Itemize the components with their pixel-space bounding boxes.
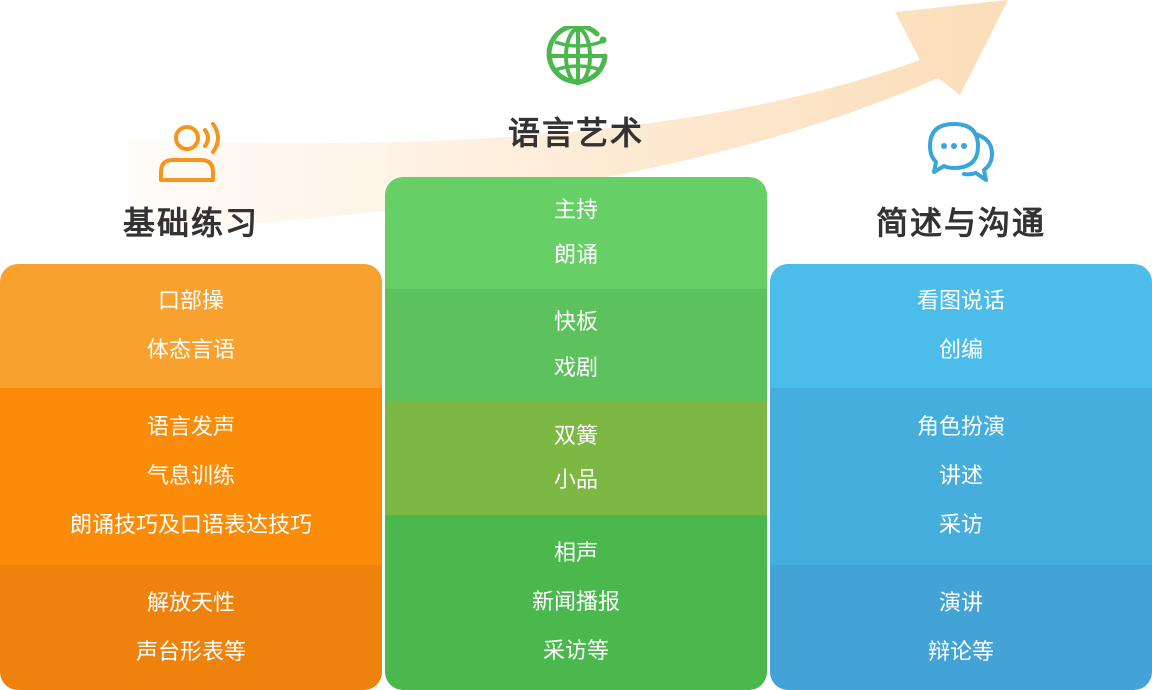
left-group-2: 语言发声 气息训练 朗诵技巧及口语表达技巧	[0, 388, 382, 565]
list-item: 新闻播报	[531, 590, 620, 615]
list-item: 演讲	[938, 590, 983, 616]
list-item: 辩论等	[927, 639, 994, 665]
list-item: 采访	[938, 513, 983, 538]
list-item: 朗诵	[553, 243, 598, 268]
left-group-1: 口部操 体态言语	[0, 264, 382, 388]
list-item: 讲述	[938, 464, 983, 489]
list-item: 相声	[553, 541, 598, 566]
list-item: 小品	[553, 467, 598, 493]
list-item: 双簧	[553, 423, 598, 449]
right-group-3: 演讲 辩论等	[770, 565, 1152, 690]
middle-group-3: 双簧 小品	[385, 402, 767, 515]
list-item: 气息训练	[146, 464, 235, 489]
person-speaking-icon	[159, 122, 220, 182]
list-item: 看图说话	[916, 289, 1005, 314]
list-item: 声台形表等	[135, 639, 246, 665]
middle-column-title: 语言艺术	[507, 114, 644, 152]
middle-group-4: 相声 新闻播报 采访等	[385, 515, 767, 690]
list-item: 快板	[553, 309, 598, 335]
right-group-1: 看图说话 创编	[770, 264, 1152, 388]
middle-group-2: 快板 戏剧	[385, 289, 767, 402]
right-column-title: 简述与沟通	[875, 204, 1046, 242]
basic-practice-column: 口部操 体态言语 语言发声 气息训练 朗诵技巧及口语表达技巧 解放天性 声台形表…	[0, 264, 382, 690]
left-group-3: 解放天性 声台形表等	[0, 565, 382, 690]
list-item: 解放天性	[146, 590, 235, 616]
chat-bubbles-icon	[928, 122, 994, 182]
narration-communication-column: 看图说话 创编 角色扮演 讲述 采访 演讲 辩论等	[770, 264, 1152, 690]
right-group-2: 角色扮演 讲述 采访	[770, 388, 1152, 565]
language-arts-column: 主持 朗诵 快板 戏剧 双簧 小品 相声 新闻播报 采访等	[385, 177, 767, 690]
list-item: 口部操	[157, 289, 224, 314]
list-item: 体态言语	[146, 338, 235, 363]
list-item: 戏剧	[553, 355, 598, 381]
list-item: 创编	[938, 338, 983, 363]
middle-group-1: 主持 朗诵	[385, 177, 767, 289]
globe-icon	[546, 26, 608, 85]
list-item: 语言发声	[146, 415, 235, 440]
left-column-title: 基础练习	[122, 204, 259, 242]
list-item: 采访等	[542, 639, 609, 664]
list-item: 角色扮演	[916, 415, 1005, 440]
list-item: 朗诵技巧及口语表达技巧	[69, 513, 312, 538]
list-item: 主持	[553, 198, 598, 223]
